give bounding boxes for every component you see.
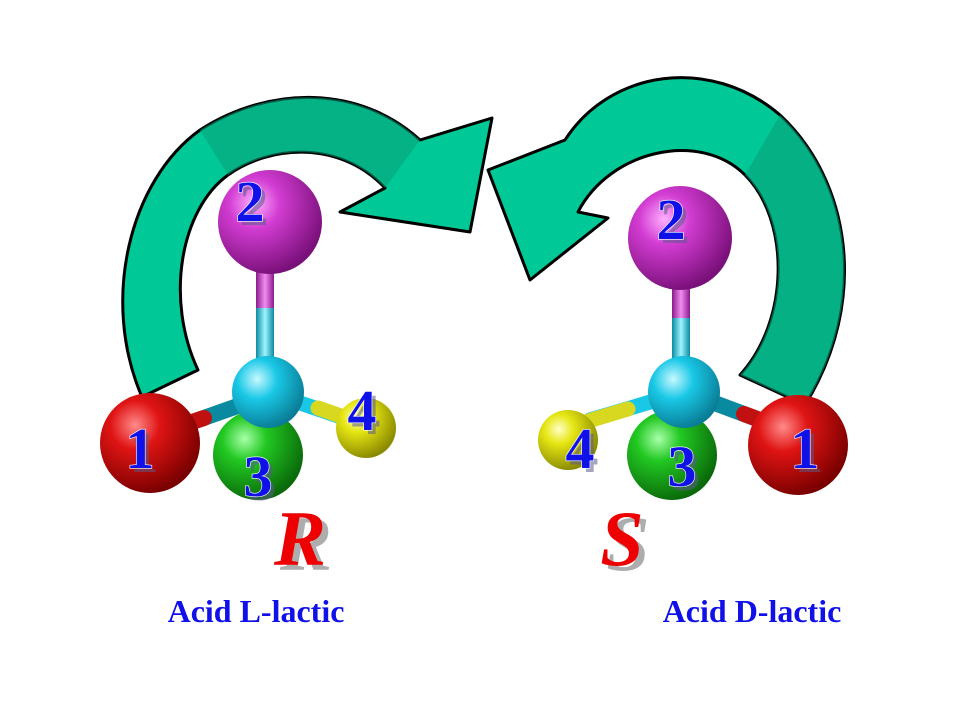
right-atom-3	[627, 410, 717, 500]
left-configuration-label: R	[273, 495, 326, 582]
svg-text:2: 2	[661, 191, 690, 256]
left-caption: Acid L-lactic	[168, 593, 345, 629]
svg-text:3: 3	[248, 448, 277, 513]
left-atom-3	[213, 410, 303, 500]
right-configuration-label: S	[600, 495, 643, 582]
right-rotation-arrow	[486, 76, 847, 407]
svg-text:4: 4	[352, 382, 381, 447]
right-priority-4-label: 4	[566, 416, 595, 481]
right-molecule-model	[538, 186, 848, 500]
svg-text:3: 3	[672, 438, 701, 503]
left-atom-2	[218, 170, 322, 274]
left-priority-3-label: 3	[244, 444, 273, 509]
left-priority-4-label: 4	[348, 378, 377, 443]
svg-text:1: 1	[795, 420, 824, 485]
right-atom-4	[538, 410, 598, 470]
left-rotation-arrow	[121, 96, 494, 399]
right-priority-2-label: 2	[657, 187, 686, 252]
left-atom-1	[100, 393, 200, 493]
svg-text:2: 2	[240, 173, 269, 238]
svg-text:1: 1	[130, 420, 159, 485]
svg-text:4: 4	[570, 420, 599, 485]
svg-text:R: R	[279, 500, 332, 587]
left-priority-2-label: 2	[236, 169, 265, 234]
right-priority-3-label: 3	[668, 434, 697, 499]
left-molecule-model	[100, 170, 396, 500]
left-atom-4	[336, 398, 396, 458]
right-priority-1-label: 1	[791, 416, 820, 481]
right-carbon-atom	[648, 356, 720, 428]
left-priority-1-label: 1	[126, 416, 155, 481]
svg-text:S: S	[606, 500, 649, 587]
right-atom-1	[748, 395, 848, 495]
right-caption: Acid D-lactic	[663, 593, 842, 629]
right-atom-2	[628, 186, 732, 290]
left-bond-to-2	[256, 265, 274, 310]
left-carbon-atom	[232, 356, 304, 428]
